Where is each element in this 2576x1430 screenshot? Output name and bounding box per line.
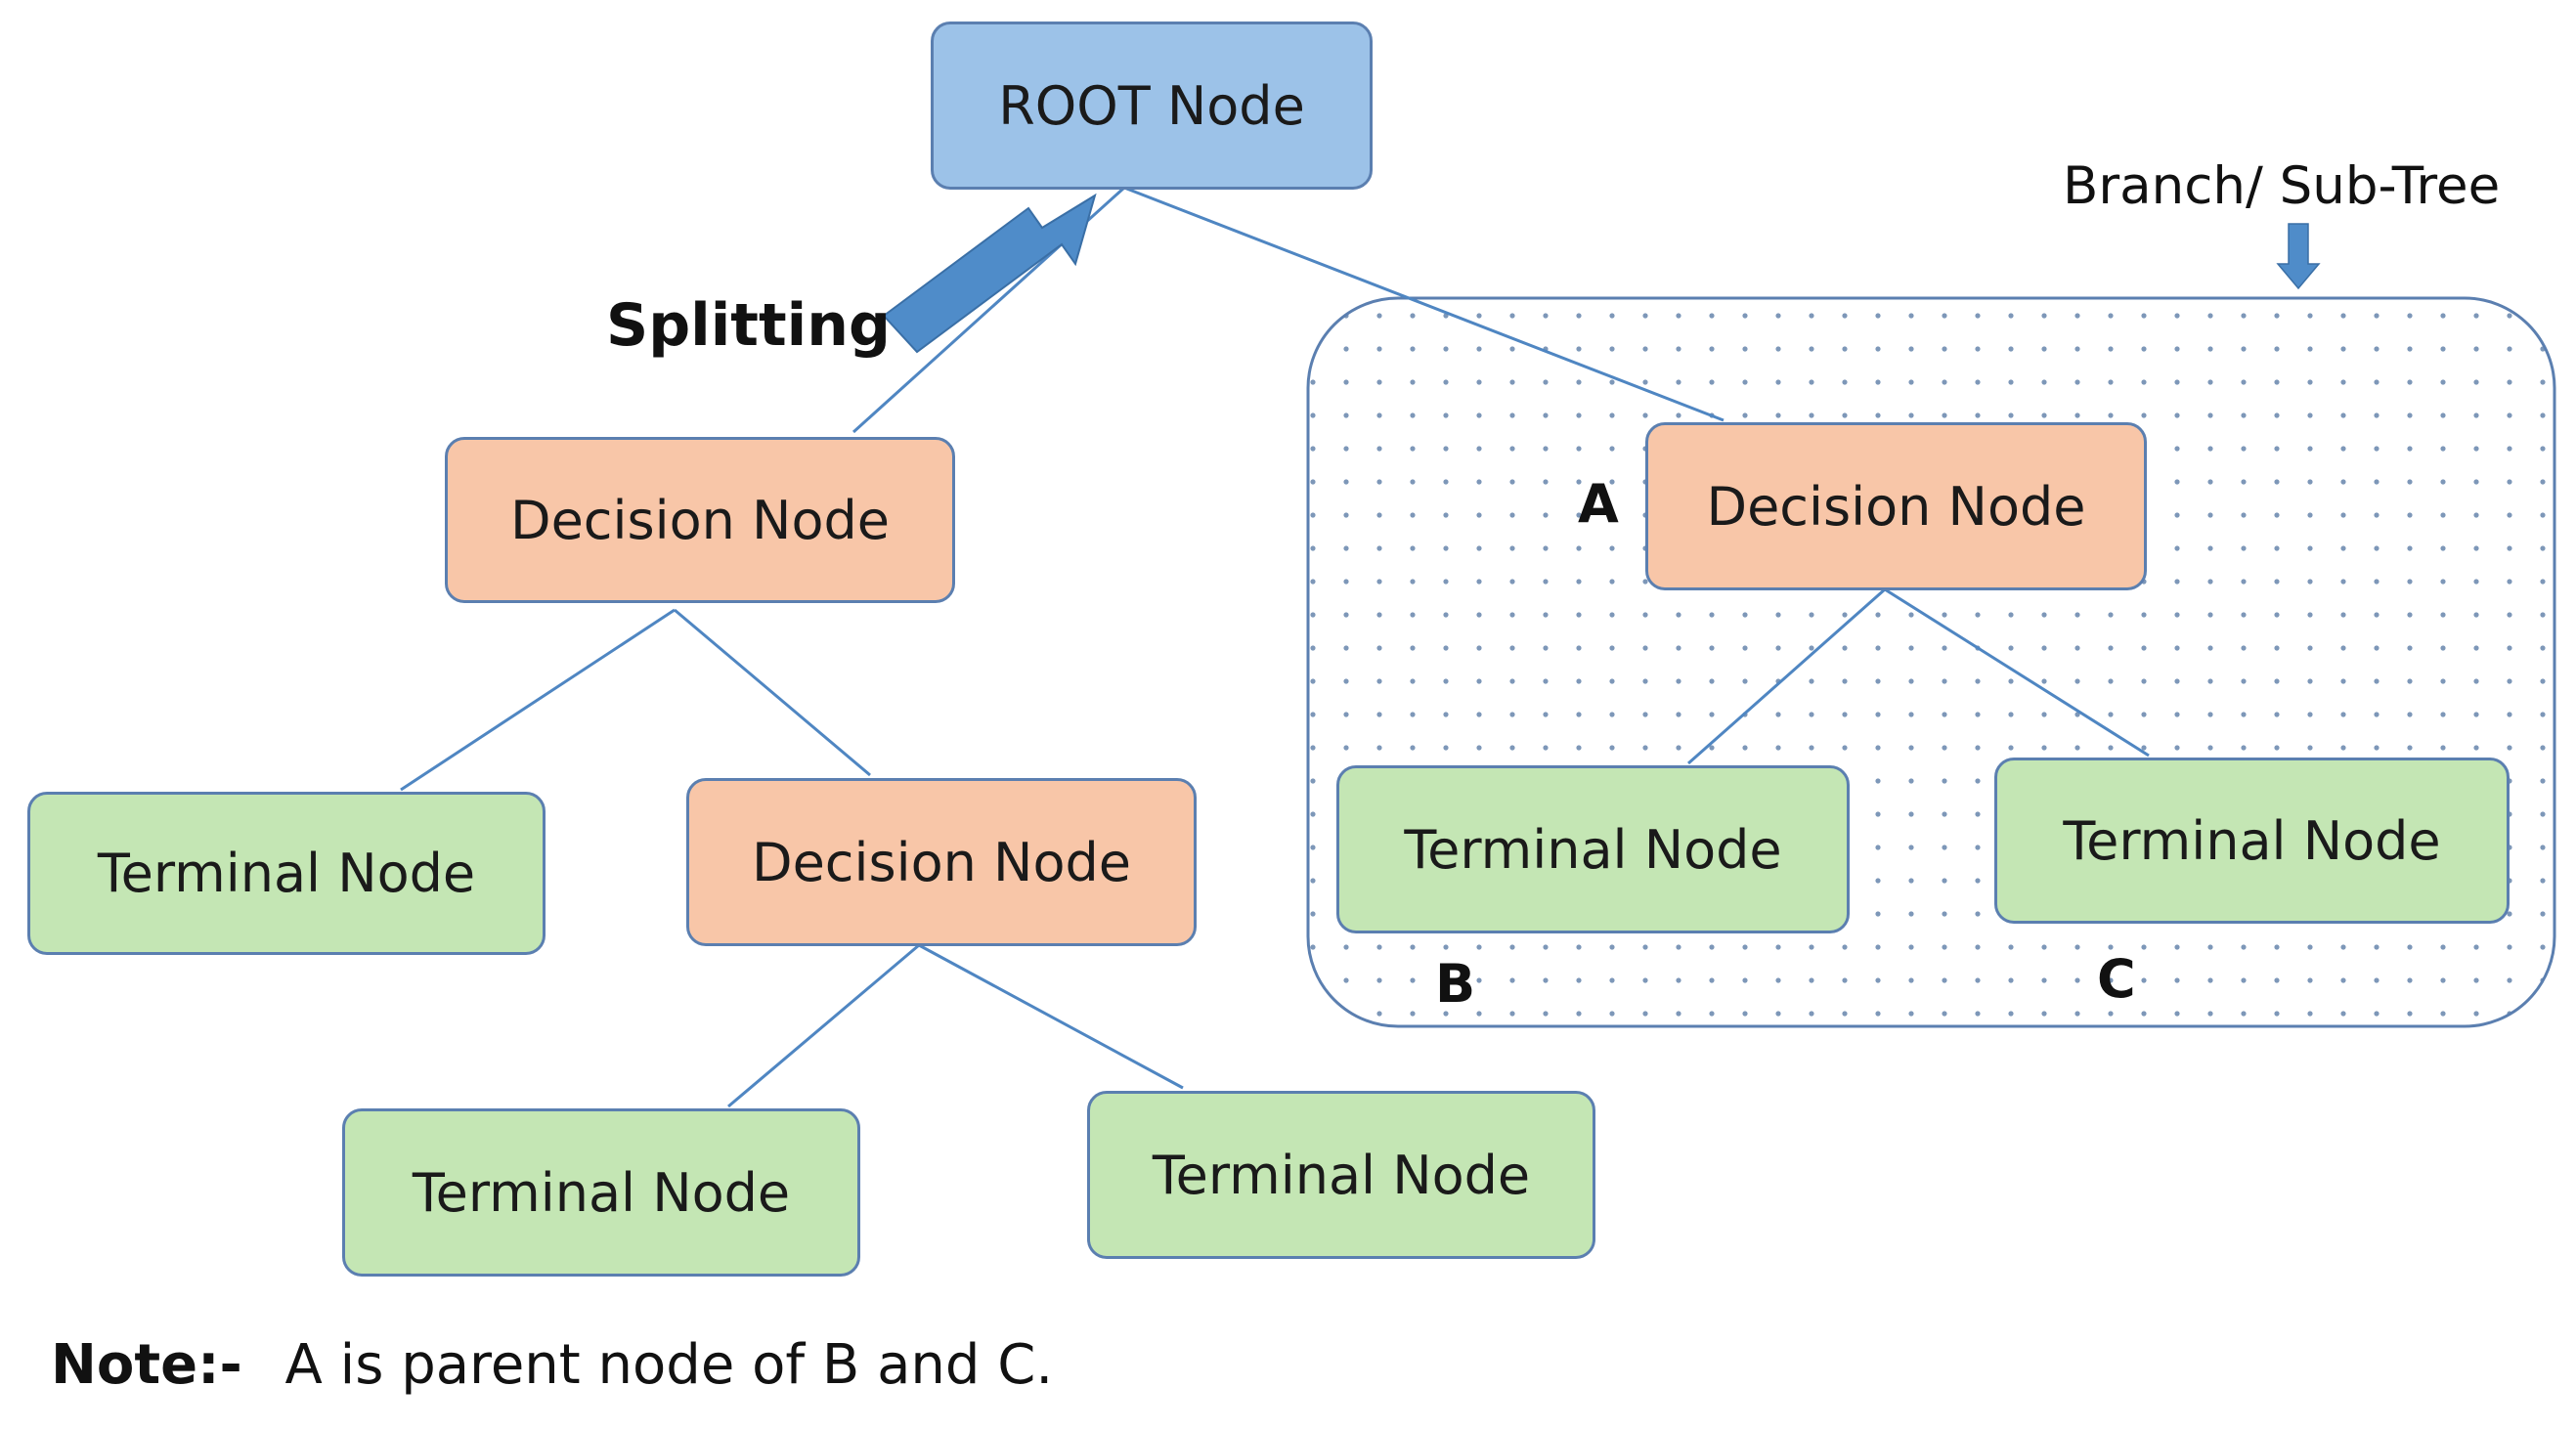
decision-node-2: Decision Node [686, 778, 1197, 946]
edge-decision-a-terminal-b [1687, 587, 1886, 765]
edge-root-decision-a [1123, 186, 1725, 422]
note-text: A is parent node of B and C. [284, 1333, 1054, 1397]
terminal-node-c: Terminal Node [1994, 758, 2510, 924]
edge-decision-2-terminal-2 [727, 943, 920, 1108]
decision-node-1: Decision Node [445, 437, 955, 603]
root-node: ROOT Node [931, 22, 1373, 190]
note-prefix: Note:- [51, 1333, 242, 1397]
terminal-node-2: Terminal Node [342, 1108, 860, 1277]
terminal-node-3: Terminal Node [1087, 1091, 1595, 1259]
node-letter-c: C [2097, 948, 2136, 1010]
node-letter-a: A [1578, 473, 1619, 535]
node-letter-b: B [1435, 953, 1476, 1015]
decision-node-a: Decision Node [1645, 422, 2147, 590]
edge-decision-1-terminal-1 [400, 608, 676, 792]
terminal-node-b: Terminal Node [1336, 765, 1850, 933]
splitting-label: Splitting [606, 291, 891, 360]
branch-subtree-label: Branch/ Sub-Tree [2063, 156, 2501, 216]
edge-decision-a-terminal-c [1884, 587, 2150, 758]
edge-decision-2-terminal-3 [918, 943, 1184, 1090]
terminal-node-1: Terminal Node [27, 792, 546, 955]
branch-down-arrow [2276, 223, 2321, 290]
edge-decision-1-decision-2 [674, 608, 871, 777]
note: Note:- A is parent node of B and C. [51, 1333, 1053, 1397]
splitting-arrow [882, 193, 1097, 354]
